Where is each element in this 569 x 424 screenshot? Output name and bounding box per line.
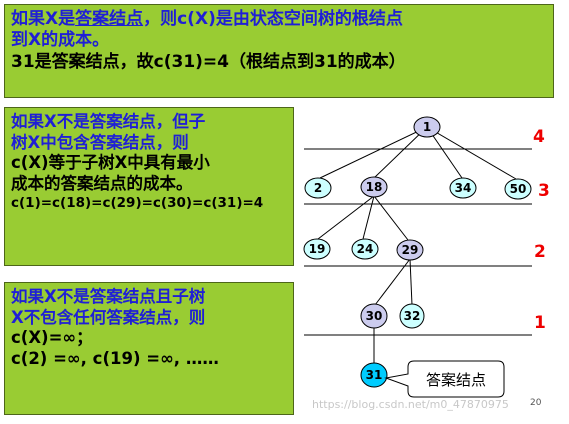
level-label-2: 2 [534,242,546,262]
tree-node-2: 2 [304,177,332,199]
subtree-contains-answer-box: 如果X不是答案结点，但子 树X中包含答案结点，则 c(X)等于子树X中具有最小 … [4,107,294,266]
tree-node-18: 18 [360,176,388,198]
tree-node-32: 32 [399,303,425,329]
svg-text:29: 29 [402,243,419,257]
tree-nodes: 1 2 18 34 50 19 24 29 [303,116,532,388]
box3-line4: c(2) =∞, c(19) =∞, …… [11,348,219,368]
box2-line5: c(1)=c(18)=c(29)=c(30)=c(31)=4 [11,194,264,211]
svg-text:32: 32 [404,309,421,323]
page-number: 20 [530,398,542,408]
svg-text:1: 1 [423,120,431,134]
tree-node-30: 30 [360,303,388,329]
box1-line2: 到X的成本。 [11,30,110,51]
svg-text:34: 34 [455,181,472,195]
svg-text:24: 24 [357,242,374,256]
tree-node-50: 50 [504,178,532,200]
level-label-3: 3 [538,181,550,201]
box3-line3: c(X)=∞； [11,328,93,348]
box3-line2: X不包含任何答案结点，则 [11,307,206,327]
tree-node-24: 24 [351,238,379,260]
level-label-1: 1 [534,313,546,333]
state-space-tree: 1 2 18 34 50 19 24 29 [303,116,550,398]
svg-text:50: 50 [510,182,527,196]
box1-line1: 如果X是答案结点，则c(X)是由状态空间树的根结点 [11,9,403,29]
level-labels: 4 3 2 1 [533,127,550,333]
box1-line3: 31是答案结点，故c(31)=4（根结点到31的成本） [11,51,406,72]
tree-node-1: 1 [413,116,441,138]
level-label-4: 4 [533,127,545,147]
answer-node-callout: 答案结点 [384,360,505,398]
box2-line1: 如果X不是答案结点，但子 [11,112,206,131]
box3-line1: 如果X不是答案结点且子树 [11,287,206,306]
answer-node-definition-box: 如果X是答案结点，则c(X)是由状态空间树的根结点 到X的成本。 31是答案结点… [4,4,554,98]
tree-node-34: 34 [449,177,477,199]
svg-text:30: 30 [366,309,383,323]
box2-line4: 成本的答案结点的成本。 [11,173,193,193]
watermark: https://blog.csdn.net/m0_47870975 [312,398,509,411]
callout-label: 答案结点 [426,371,486,389]
box2-line2: 树X中包含答案结点，则 [11,132,189,152]
tree-edges [317,126,517,364]
box2-line3: c(X)等于子树X中具有最小 [11,153,210,173]
no-answer-subtree-box: 如果X不是答案结点且子树 X不包含任何答案结点，则 c(X)=∞； c(2) =… [4,282,294,415]
tree-node-19: 19 [303,238,331,260]
tree-node-31-answer: 31 [360,362,388,388]
tree-node-29: 29 [396,239,424,261]
svg-text:18: 18 [366,180,383,194]
svg-text:2: 2 [314,181,322,195]
svg-text:31: 31 [366,368,383,382]
svg-text:19: 19 [309,242,326,256]
